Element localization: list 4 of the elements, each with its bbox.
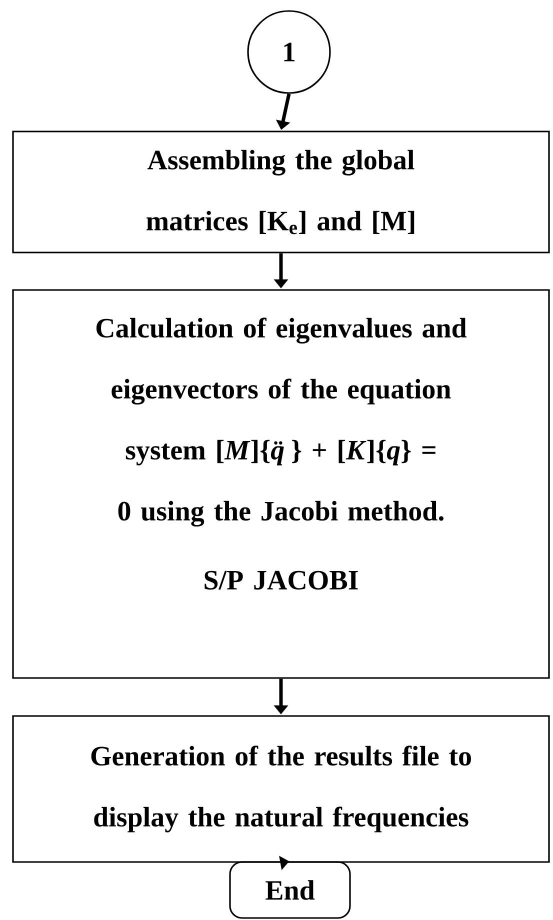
process-box: Generation of the results file to display the natural frequencies — [12, 715, 550, 863]
process-box: Calculation of eigenvalues and eigenvectors of the equation system [M]{q̈} + [K]{q} = 0 using the Jacobi method. S/P JACOBI — [12, 289, 550, 679]
process-box: Assembling the global matrices [K$_{e}$] and [M] — [12, 130, 550, 254]
terminal-box: End — [229, 861, 351, 919]
